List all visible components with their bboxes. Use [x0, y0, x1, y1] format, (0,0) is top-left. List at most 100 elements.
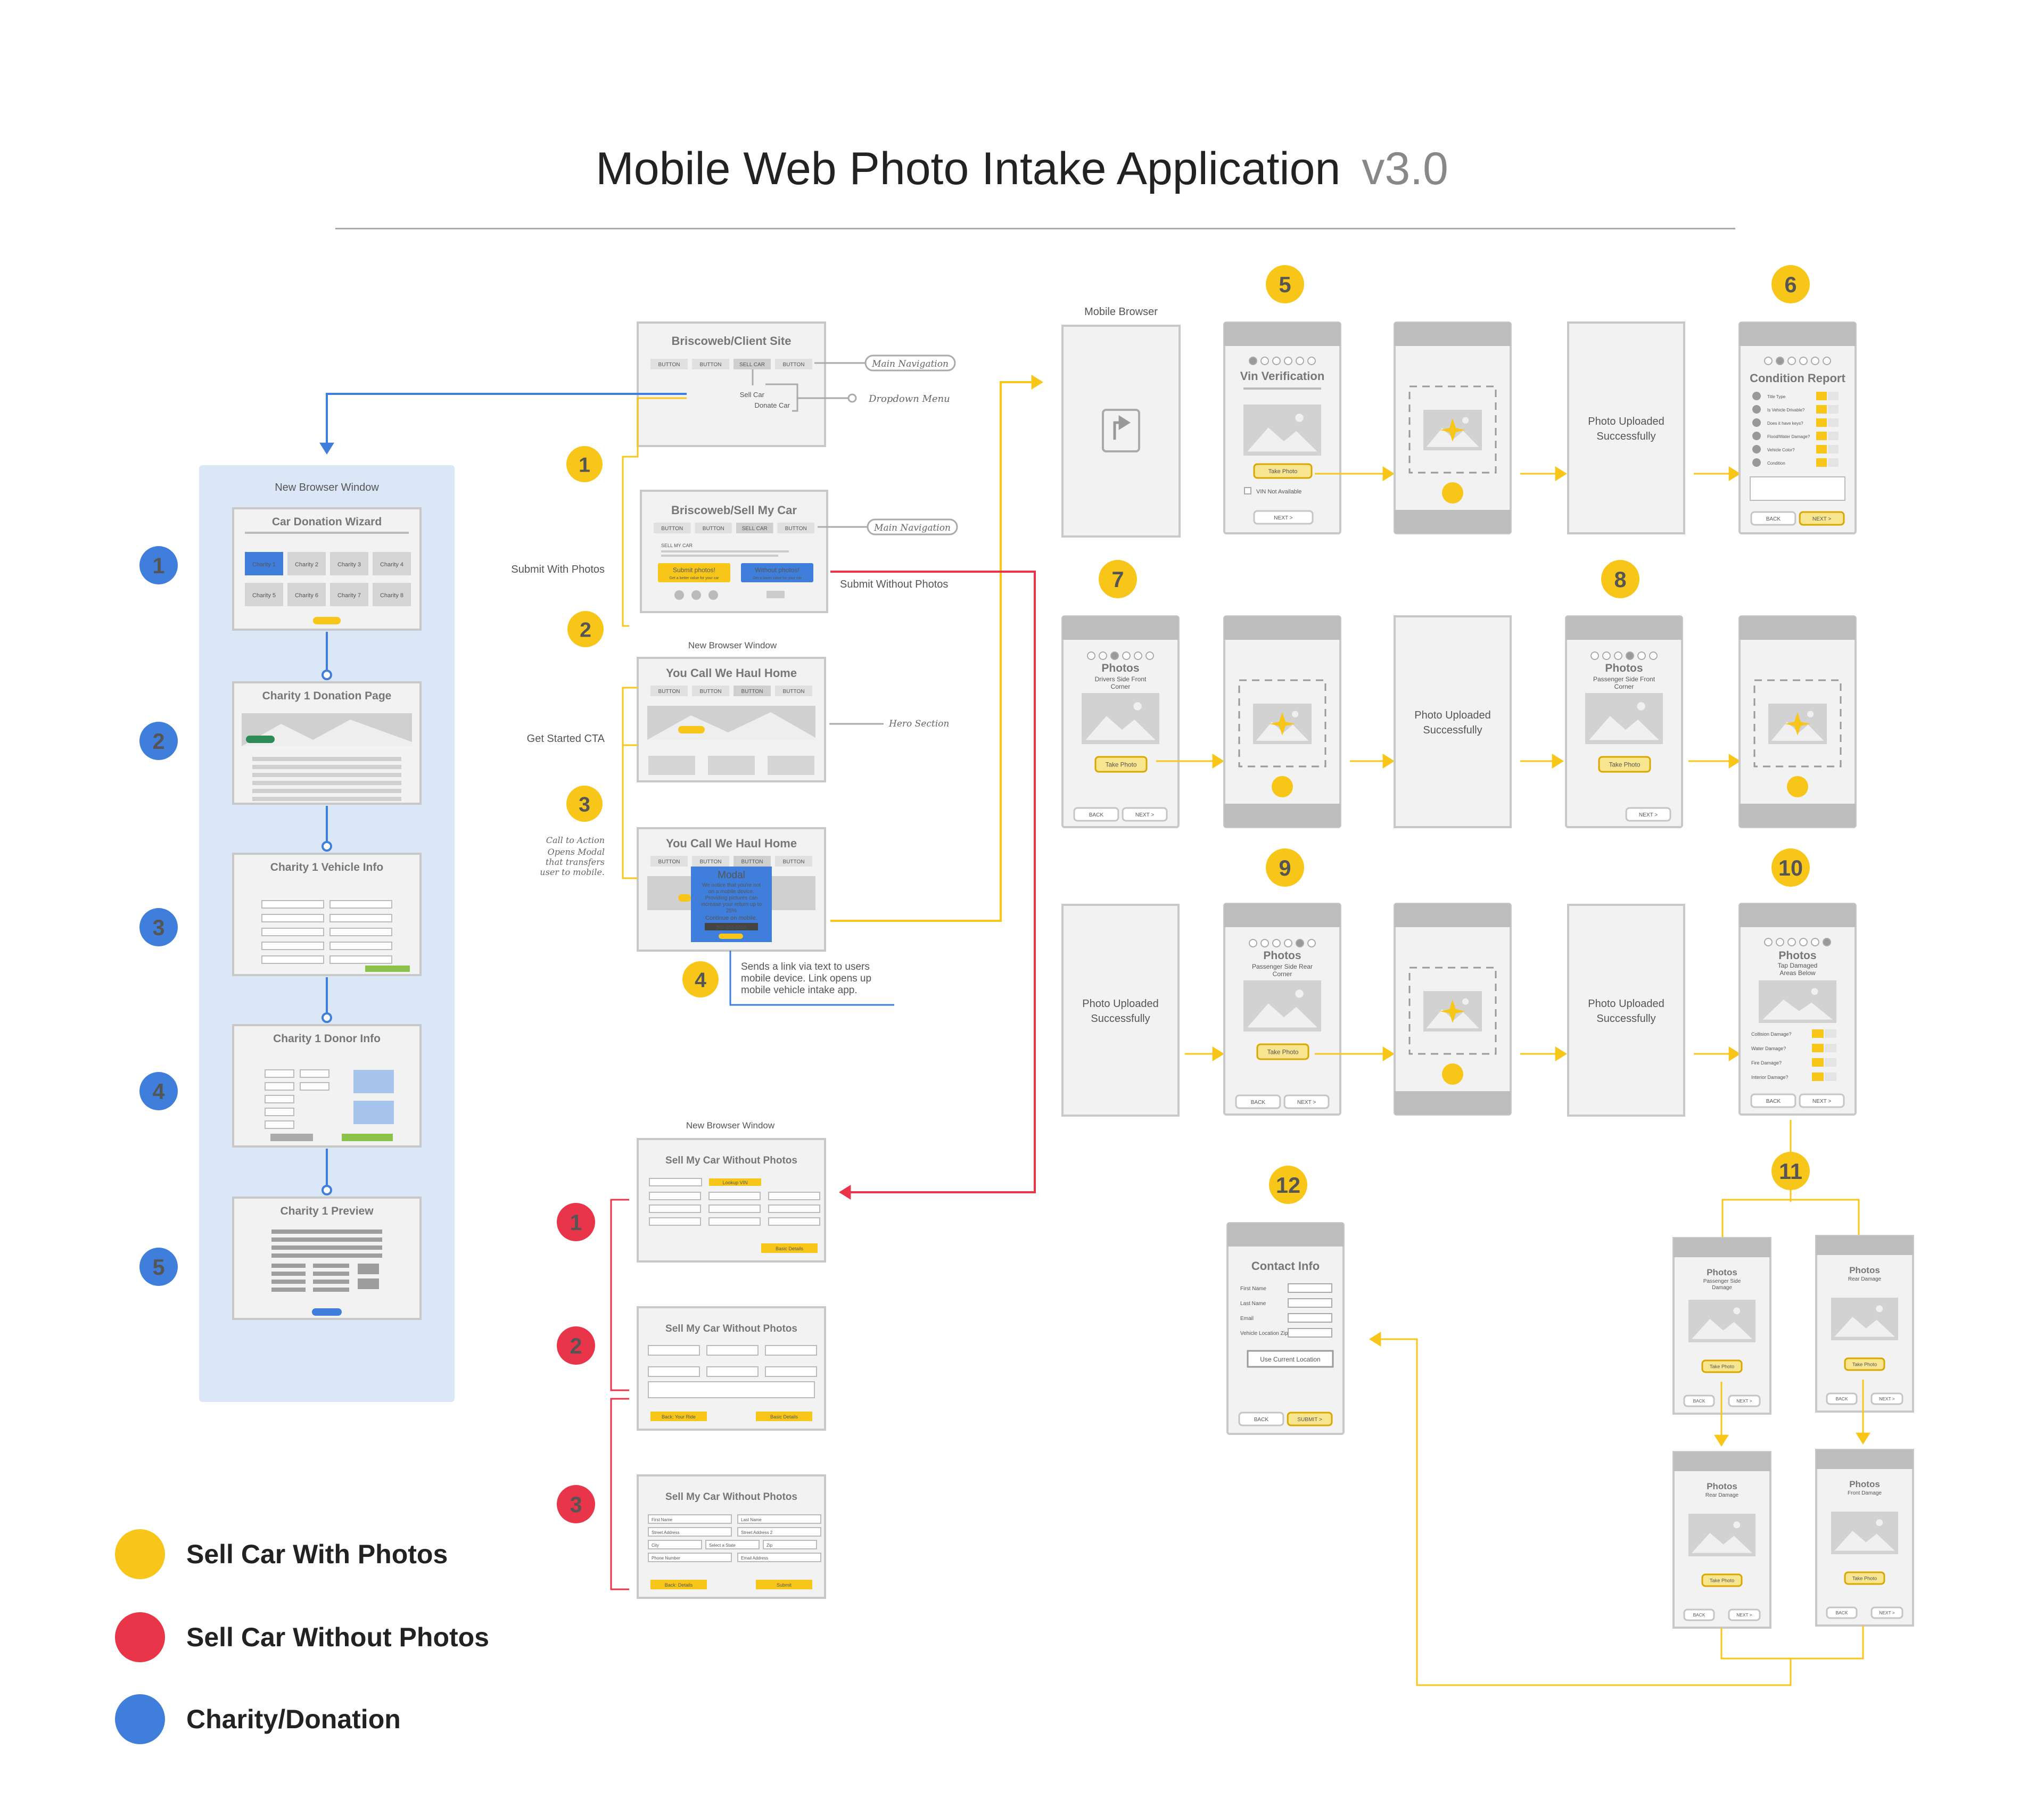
text-line	[313, 1280, 349, 1284]
back-button	[1750, 1093, 1796, 1108]
connector-node	[322, 1185, 332, 1195]
button-label: BACK	[1836, 1396, 1848, 1401]
progress-dot	[1602, 651, 1611, 660]
legend-item-charity: Charity/Donation	[115, 1693, 401, 1746]
image-mountain-shape	[1771, 722, 1824, 741]
phone-top-bar	[1224, 904, 1340, 927]
legend-dot-yellow	[115, 1529, 165, 1579]
next-button	[1122, 807, 1168, 822]
step-number: 1	[152, 554, 164, 578]
progress-dot	[1787, 357, 1796, 365]
nav-button-label: BUTTON	[661, 526, 683, 532]
step-number: 2	[152, 729, 164, 754]
back-button	[1826, 1392, 1858, 1405]
progress-dot	[1614, 651, 1622, 660]
form-field-label: Zip	[767, 1543, 773, 1548]
screen-title: Charity 1 Donor Info	[273, 1033, 381, 1045]
step-badge	[557, 1326, 595, 1365]
step-badge	[1269, 1166, 1307, 1204]
camera-frame	[1408, 967, 1497, 1055]
nav-button	[775, 686, 812, 696]
charity-screen	[232, 1197, 422, 1320]
form-field	[329, 955, 392, 964]
screen-title: Photos	[1707, 1481, 1737, 1491]
image-sun-shape	[1733, 1307, 1741, 1315]
screen-title: Charity 1 Preview	[280, 1205, 374, 1217]
form-field	[329, 900, 392, 909]
condition-icon	[1752, 392, 1761, 400]
camera-focus-star	[1440, 418, 1465, 442]
condition-toggle	[1816, 432, 1827, 440]
contact-field	[1288, 1313, 1332, 1323]
progress-dot	[1776, 938, 1784, 946]
step-badge	[1266, 265, 1304, 303]
back-button	[650, 1412, 707, 1421]
form-field-label: Email Address	[741, 1556, 768, 1561]
form-field-label: First Name	[652, 1517, 673, 1522]
modal-body-line: We notice that you're not	[702, 882, 761, 888]
form-field	[261, 928, 324, 936]
form-field	[765, 1345, 817, 1356]
condition-icon	[1752, 418, 1761, 427]
charity-tile	[330, 552, 368, 575]
hero-mountain	[242, 720, 412, 746]
legend-label: Charity/Donation	[186, 1704, 401, 1734]
arrow-head	[1714, 1434, 1729, 1447]
dropdown-item-donate: Donate Car	[755, 401, 790, 409]
text-line	[252, 757, 401, 761]
charity-tile-label: Charity 4	[380, 562, 403, 568]
success-text: Successfully	[1091, 1013, 1150, 1025]
charity-tile	[373, 583, 411, 606]
charity-tile	[330, 583, 368, 606]
annotation-sends-link: Sends a link via text to users	[741, 961, 870, 972]
to-contact-connector	[1373, 1338, 1792, 1686]
damage-toggle	[1825, 1029, 1836, 1038]
progress-dot	[1307, 357, 1316, 365]
form-field	[265, 1082, 294, 1091]
form-field	[649, 1217, 701, 1226]
arrow-head	[319, 442, 334, 455]
charity-tile-label: Charity 6	[295, 592, 318, 599]
condition-toggle	[1828, 432, 1839, 440]
annotation-cta-body: that transfers	[546, 857, 605, 867]
back-button	[1073, 807, 1119, 822]
step-badge	[139, 722, 178, 760]
back-label: Back: Details	[665, 1582, 693, 1588]
phone-top-bar	[1674, 1452, 1770, 1471]
form-field	[261, 900, 324, 909]
form-field-label: Last Name	[741, 1517, 762, 1522]
step-badge	[566, 786, 603, 822]
arrow-head	[1382, 466, 1395, 481]
success-text: Successfully	[1596, 431, 1655, 442]
phone-top-bar	[1674, 1238, 1770, 1257]
button-label: BACK	[1836, 1610, 1848, 1615]
get-started-button	[678, 726, 705, 733]
image-mountain-shape	[1834, 1531, 1895, 1551]
screen-title: Sell My Car Without Photos	[665, 1491, 797, 1503]
form-field	[329, 928, 392, 936]
condition-label: Vehicle Color?	[1767, 448, 1795, 452]
take-photo-button	[1094, 756, 1148, 773]
condition-toggle	[1816, 418, 1827, 427]
title-rule	[1243, 387, 1321, 390]
next-button	[1799, 511, 1845, 526]
thumbnail	[358, 1264, 379, 1274]
phone-frame	[1738, 321, 1857, 534]
form-field	[265, 1108, 294, 1116]
damage-toggle	[1812, 1029, 1824, 1038]
progress-dot	[1776, 357, 1784, 365]
progress-dot	[1272, 357, 1281, 365]
damage-toggle	[1825, 1044, 1836, 1052]
back-button	[1683, 1608, 1715, 1621]
button-label: Take Photo	[1106, 761, 1137, 768]
screen-title: Photos	[1101, 662, 1139, 674]
text-line	[313, 1264, 349, 1268]
screen-title: Photos	[1707, 1267, 1737, 1277]
step-number: 7	[1111, 567, 1124, 592]
text-line	[661, 555, 778, 557]
text-line	[252, 789, 401, 793]
step-number: 6	[1784, 273, 1796, 297]
phone-top-bar	[1395, 904, 1511, 927]
step-badge	[567, 611, 604, 647]
take-photo-button	[1701, 1573, 1743, 1587]
